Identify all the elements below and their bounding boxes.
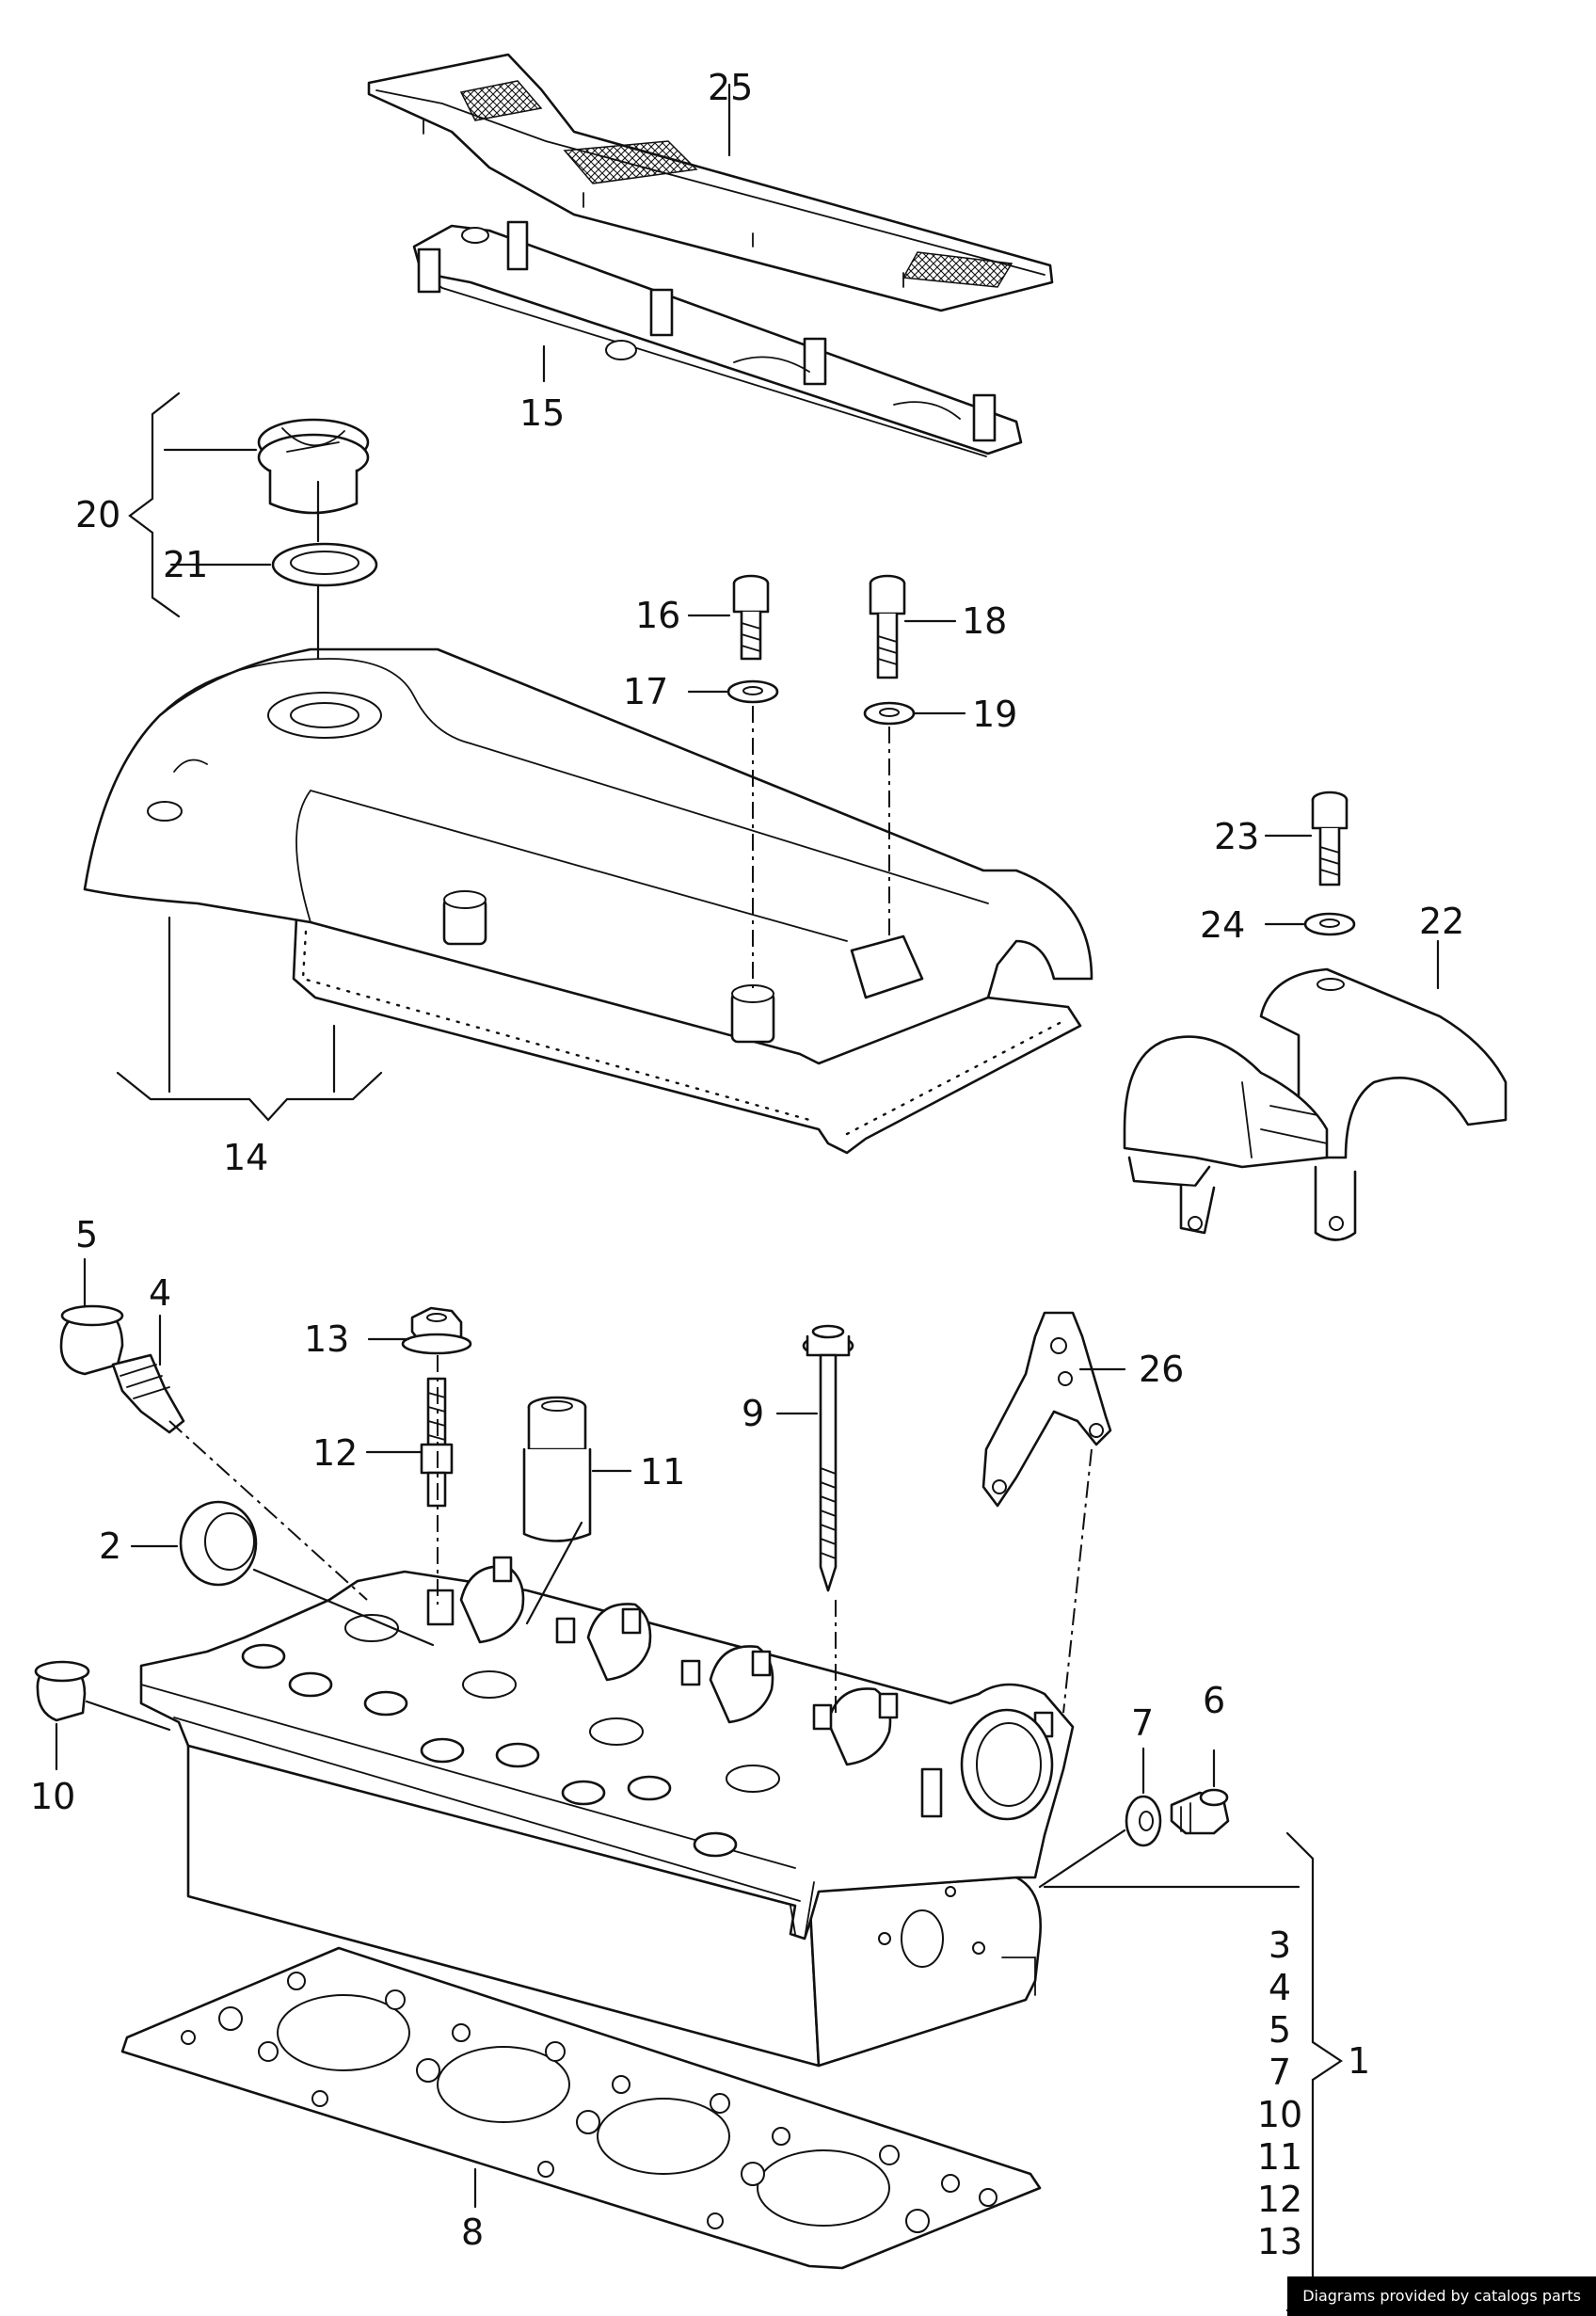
part-labels: 25 15 20 21 16 18 17 19 23 24 22 14 5 4 …	[30, 67, 1464, 2253]
part-4-plug[interactable]	[111, 1353, 185, 1434]
kit-list: 3 4 5 7 10 11 12 13	[1257, 1925, 1302, 2262]
label-8: 8	[461, 2212, 484, 2253]
kit-item: 13	[1257, 2221, 1302, 2262]
kit-item: 11	[1257, 2136, 1302, 2178]
part-20-oil-filler-cap[interactable]	[257, 418, 370, 515]
part-7-seal-washer[interactable]	[1125, 1795, 1162, 1847]
kit-item: 10	[1257, 2094, 1302, 2135]
part-15-cover-carrier[interactable]	[412, 220, 1023, 457]
part-16-bolt[interactable]	[732, 574, 770, 661]
kit-item: 7	[1269, 2052, 1291, 2093]
part-11-tappet[interactable]	[522, 1396, 592, 1542]
label-11: 11	[640, 1451, 685, 1493]
label-9: 9	[742, 1393, 764, 1434]
label-14: 14	[223, 1137, 268, 1178]
label-15: 15	[519, 392, 565, 434]
kit-item: 5	[1269, 2009, 1291, 2051]
part-10-end-cap[interactable]	[34, 1660, 90, 1722]
part-26-bracket[interactable]	[982, 1311, 1112, 1508]
part-25-trim-cover[interactable]	[367, 53, 1054, 312]
part-9-head-bolt[interactable]	[802, 1324, 854, 1592]
label-7: 7	[1131, 1702, 1154, 1744]
brace-14	[116, 1071, 383, 1122]
label-21: 21	[163, 544, 208, 585]
part-21-seal-ring[interactable]	[271, 542, 378, 587]
label-18: 18	[962, 600, 1007, 642]
label-24: 24	[1200, 904, 1245, 946]
label-19: 19	[972, 694, 1017, 735]
part-1-cylinder-head[interactable]	[139, 1556, 1075, 2068]
label-5: 5	[75, 1214, 98, 1255]
label-17: 17	[623, 671, 668, 712]
part-2-oil-seal[interactable]	[179, 1500, 258, 1587]
part-23-bolt[interactable]	[1311, 791, 1349, 886]
label-6: 6	[1203, 1680, 1225, 1721]
part-5-cap[interactable]	[59, 1304, 124, 1376]
kit-item: 3	[1269, 1925, 1291, 1966]
part-24-washer[interactable]	[1303, 912, 1356, 936]
part-22-drive-cover[interactable]	[1123, 967, 1508, 1241]
label-2: 2	[99, 1525, 121, 1567]
label-25: 25	[708, 67, 753, 108]
label-12: 12	[312, 1432, 358, 1474]
label-1: 1	[1348, 2040, 1370, 2082]
part-6-screw-plug[interactable]	[1170, 1788, 1230, 1835]
part-8-head-gasket[interactable]	[120, 1946, 1042, 2270]
kit-item: 12	[1257, 2179, 1302, 2220]
kit-item: 4	[1269, 1967, 1291, 2008]
label-4: 4	[149, 1272, 171, 1314]
part-18-bolt[interactable]	[869, 574, 906, 679]
brace-20	[128, 391, 181, 618]
label-22: 22	[1419, 901, 1464, 942]
part-17-washer[interactable]	[726, 679, 779, 704]
label-16: 16	[635, 595, 680, 636]
part-13-nut[interactable]	[401, 1306, 472, 1355]
label-23: 23	[1214, 816, 1259, 857]
leader-lines	[55, 83, 1440, 2209]
label-13: 13	[304, 1318, 349, 1360]
label-26: 26	[1139, 1349, 1184, 1390]
credit-banner: Diagrams provided by catalogs parts	[1287, 2276, 1596, 2316]
part-14-cylinder-head-cover[interactable]	[83, 647, 1093, 1155]
part-19-washer[interactable]	[863, 701, 916, 726]
label-20: 20	[75, 494, 120, 535]
label-10: 10	[30, 1776, 75, 1817]
